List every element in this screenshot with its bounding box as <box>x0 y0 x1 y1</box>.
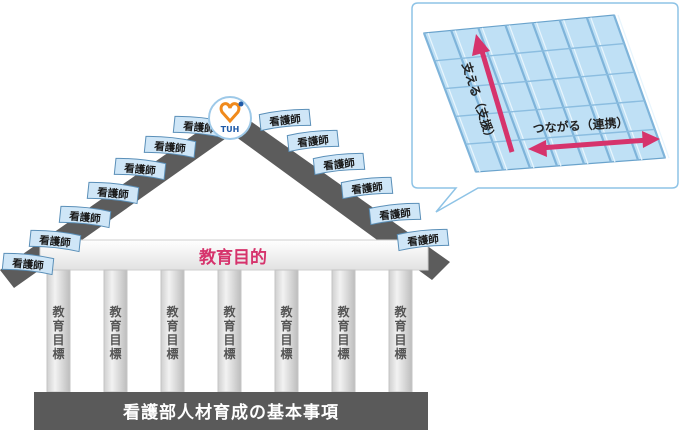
education-purpose-label: 教育目的 <box>198 247 267 268</box>
pillar-label-char: 目 <box>109 333 121 347</box>
roof-tile-label: 看護師 <box>297 133 330 149</box>
connect-arrow <box>528 131 660 157</box>
roof-tile-label: 看護師 <box>269 112 302 128</box>
pillar-label-char: 育 <box>223 318 235 333</box>
pillar-label-char: 標 <box>223 346 235 361</box>
roof-tile-label: 看護師 <box>154 139 187 155</box>
pillar-label-char: 育 <box>280 318 292 333</box>
pillar-label-char: 育 <box>52 318 64 333</box>
pillar-label-char: 教 <box>279 304 293 319</box>
pillar-label-char: 育 <box>109 318 121 333</box>
pillar-label-char: 目 <box>166 333 178 347</box>
pillar-label-char: 教 <box>108 304 122 319</box>
pillar-label-char: 標 <box>394 346 406 361</box>
roof-tile: 看護師 <box>286 129 340 153</box>
roof-tile: 看護師 <box>113 157 167 181</box>
roof-tile-label: 看護師 <box>183 119 216 135</box>
roof-tile: 看護師 <box>396 228 450 252</box>
roof-tile-label: 看護師 <box>407 232 440 248</box>
roof-tile: 看護師 <box>368 202 422 226</box>
pillar-label-char: 標 <box>337 346 349 361</box>
pillar-label-char: 育 <box>337 318 349 333</box>
roof-tile-label: 看護師 <box>323 156 356 172</box>
roof-tile-label: 看護師 <box>351 180 384 196</box>
roof-tile: 看護師 <box>312 152 366 176</box>
pillar-label-char: 育 <box>166 318 178 333</box>
pillar-label-char: 目 <box>52 333 64 347</box>
foundation-label: 看護部人材育成の基本事項 <box>122 402 339 423</box>
pillar-label-char: 教 <box>393 304 407 319</box>
pillar-label-char: 目 <box>280 333 292 347</box>
pillar-label-char: 教 <box>51 304 65 319</box>
roof-tile: 看護師 <box>258 108 312 132</box>
roof-tile: 看護師 <box>86 181 140 205</box>
foundation-slab <box>34 392 428 430</box>
logo-text: TUH <box>221 125 240 134</box>
support-arrow <box>472 34 515 153</box>
roof-tile-label: 看護師 <box>124 161 157 177</box>
pillar-label-char: 標 <box>109 346 121 361</box>
pillar-label-char: 標 <box>166 346 178 361</box>
roof-tile: 看護師 <box>28 229 82 253</box>
tuh-logo: TUH <box>208 96 252 140</box>
pillar-label-char: 目 <box>394 333 406 347</box>
pillar-label-char: 教 <box>336 304 350 319</box>
roof-tile-label: 看護師 <box>97 185 130 201</box>
roof-tile: 看護師 <box>143 135 197 159</box>
roof-tile-label: 看護師 <box>379 206 412 222</box>
roof-tile: 看護師 <box>58 205 112 229</box>
pillar-label-char: 教 <box>165 304 179 319</box>
pillar-label-char: 育 <box>394 318 406 333</box>
pillar-label-char: 目 <box>223 333 235 347</box>
education-purpose-beam <box>39 239 429 271</box>
roof-tile-label: 看護師 <box>69 209 102 225</box>
roof-tile-label: 看護師 <box>39 233 72 249</box>
roof-tile: 看護師 <box>340 176 394 200</box>
pillar-label-char: 標 <box>52 346 64 361</box>
pillar-label-char: 目 <box>337 333 349 347</box>
roof-tile: 看護師 <box>1 252 55 276</box>
connect-label: つながる（連携） <box>532 114 629 136</box>
pillar-label-char: 標 <box>280 346 292 361</box>
roof-tile-label: 看護師 <box>12 256 45 272</box>
pillar-label-char: 教 <box>222 304 236 319</box>
